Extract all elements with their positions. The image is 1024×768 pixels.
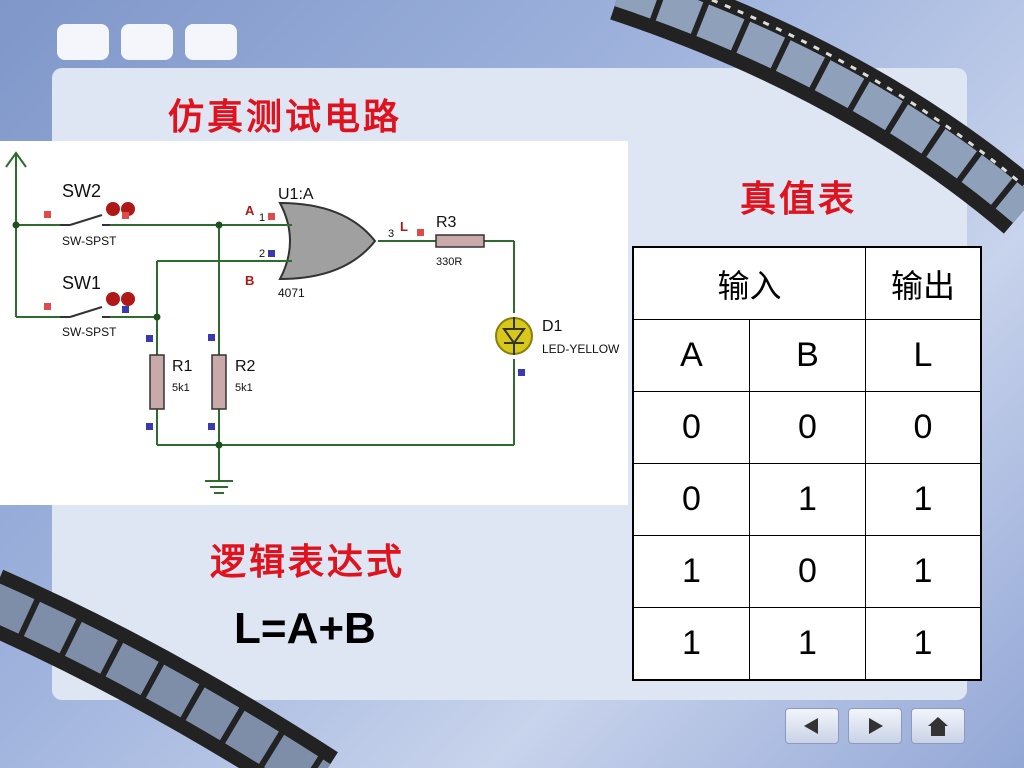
table-row: 0 0 0 (632, 391, 982, 464)
table-cell: 0 (632, 391, 750, 464)
d1-type: LED-YELLOW (542, 342, 620, 356)
table-cell: 1 (749, 463, 866, 536)
pin3-label: 3 (388, 228, 394, 240)
simulation-title: 仿真测试电路 (168, 96, 403, 138)
table-cell: 0 (749, 535, 866, 608)
sw1-label: SW1 (62, 273, 101, 293)
d1-label: D1 (542, 318, 563, 335)
truth-table-title: 真值表 (740, 178, 858, 220)
r1-label: R1 (172, 358, 193, 375)
column-l: L (865, 319, 982, 392)
sw2-label: SW2 (62, 181, 101, 201)
table-row: 0 1 1 (632, 463, 982, 536)
truth-table: 输入 输出 A B L 0 0 0 0 1 1 1 0 1 1 1 1 (632, 246, 982, 681)
sw1-type: SW-SPST (62, 325, 117, 339)
r2-label: R2 (235, 358, 256, 375)
home-button[interactable] (911, 708, 965, 744)
table-column-row: A B L (632, 319, 982, 392)
table-cell: 1 (865, 463, 982, 536)
home-icon (928, 717, 948, 736)
expression-title: 逻辑表达式 (210, 541, 406, 583)
table-cell: 1 (865, 535, 982, 608)
table-cell: 0 (749, 391, 866, 464)
u1-part: 4071 (278, 286, 305, 300)
sw2-type: SW-SPST (62, 234, 117, 248)
pin2-label: 2 (259, 248, 265, 260)
header-tab-2 (121, 24, 173, 60)
arrow-right-icon (869, 718, 883, 734)
u1-label: U1:A (278, 186, 314, 203)
input-a-label: A (245, 203, 255, 218)
table-header-row: 输入 输出 (632, 246, 982, 320)
r3-label: R3 (436, 214, 457, 231)
r1-value: 5k1 (172, 382, 190, 394)
table-cell: 1 (632, 607, 750, 681)
pin1-label: 1 (259, 212, 265, 224)
table-cell: 0 (865, 391, 982, 464)
logic-expression: L=A+B (234, 604, 376, 653)
header-tab-1 (57, 24, 109, 60)
arrow-left-icon (804, 718, 818, 734)
r2-value: 5k1 (235, 382, 253, 394)
header-output: 输出 (865, 246, 982, 320)
table-cell: 1 (865, 607, 982, 681)
table-row: 1 0 1 (632, 535, 982, 608)
next-button[interactable] (848, 708, 902, 744)
output-l-label: L (400, 219, 408, 234)
input-b-label: B (245, 273, 254, 288)
previous-button[interactable] (785, 708, 839, 744)
header-input: 输入 (632, 246, 866, 320)
column-a: A (632, 319, 750, 392)
circuit-diagram: SW2 SW-SPST SW1 SW-SPST U1:A 4071 1 2 3 … (0, 141, 628, 505)
table-cell: 0 (632, 463, 750, 536)
r3-value: 330R (436, 256, 462, 268)
column-b: B (749, 319, 866, 392)
table-row: 1 1 1 (632, 607, 982, 681)
header-tab-3 (185, 24, 237, 60)
table-cell: 1 (749, 607, 866, 681)
table-cell: 1 (632, 535, 750, 608)
